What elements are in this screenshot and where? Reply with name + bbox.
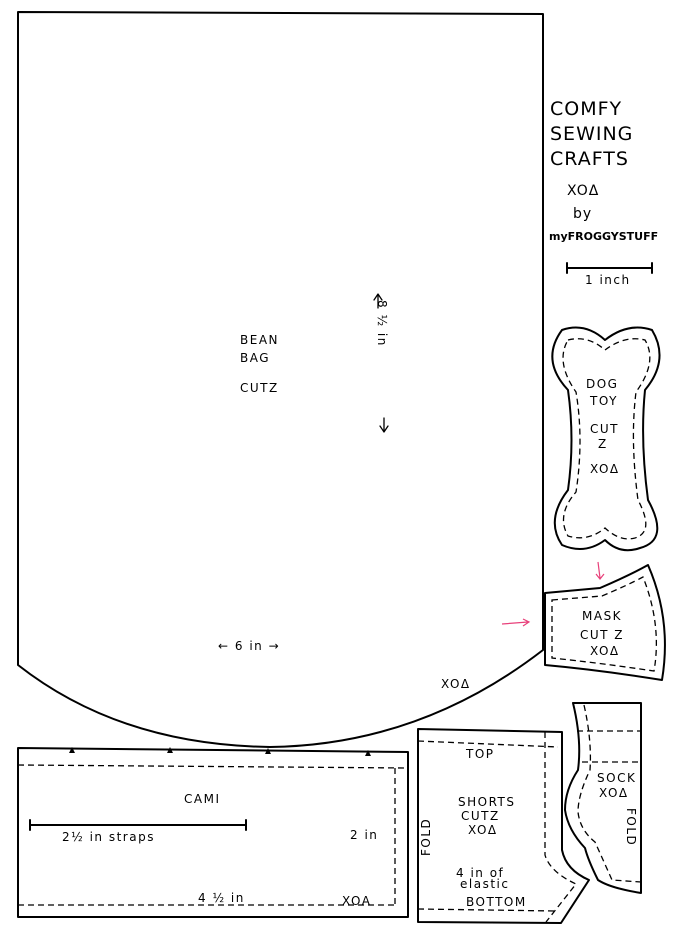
dog-toy-mark: XOΔ: [590, 462, 620, 476]
bean-bag-label-2: BAG: [240, 351, 270, 365]
dog-toy-label-4: Z: [598, 437, 608, 451]
sock-mark: XOΔ: [599, 786, 629, 800]
title-block: COMFY SEWING CRAFTS XOΔ by myFROGGYSTUFF…: [549, 98, 658, 287]
shorts-elastic-2: elastic: [460, 877, 509, 891]
mask-piece: MASK CUT Z XOΔ: [501, 561, 666, 681]
title-line-1: COMFY: [550, 98, 622, 120]
shorts-label-1: SHORTS: [458, 795, 516, 809]
cami-width: 4 ½ in: [198, 891, 245, 905]
cami-label: CAMI: [184, 792, 220, 806]
dog-toy-label-2: TOY: [589, 394, 618, 408]
sock-piece: SOCK XOΔ FOLD: [564, 702, 642, 894]
sock-label: SOCK: [597, 771, 636, 785]
sock-fold: FOLD: [624, 808, 638, 846]
cami-piece: CAMI 2½ in straps 2 in 4 ½ in XOA: [17, 747, 409, 918]
shorts-piece: TOP SHORTS CUTZ XOΔ FOLD 4 in of elastic…: [417, 728, 590, 924]
mask-label-1: MASK: [582, 609, 622, 623]
shorts-mark: XOΔ: [468, 823, 498, 837]
shorts-top: TOP: [465, 747, 495, 761]
cami-mark: XOA: [342, 894, 371, 908]
title-line-2: SEWING: [550, 123, 633, 145]
bean-bag-piece: BEAN BAG CUTZ 8 ½ in ← 6 in → XOΔ: [17, 11, 544, 748]
dog-toy-label-3: CUT: [590, 422, 619, 436]
shorts-fold: FOLD: [419, 818, 433, 856]
shorts-bottom: BOTTOM: [466, 895, 527, 909]
cami-height: 2 in: [350, 828, 378, 842]
bean-bag-width: ← 6 in →: [218, 639, 280, 653]
bean-bag-mark: XOΔ: [441, 677, 471, 691]
title-by: by: [573, 206, 592, 222]
mask-mark: XOΔ: [590, 644, 620, 658]
title-mark: XOΔ: [567, 183, 599, 199]
scale-label: 1 inch: [585, 273, 631, 287]
mask-label-2: CUT Z: [580, 628, 624, 642]
shorts-elastic-1: 4 in of: [456, 866, 504, 880]
bean-bag-label-3: CUTZ: [240, 381, 279, 395]
title-author: myFROGGYSTUFF: [549, 230, 658, 243]
shorts-label-2: CUTZ: [461, 809, 500, 823]
cami-straps: 2½ in straps: [62, 830, 155, 844]
dog-toy-piece: DOG TOY CUT Z XOΔ: [551, 326, 661, 552]
bean-bag-height: 8 ½ in: [375, 300, 389, 347]
bean-bag-label-1: BEAN: [240, 333, 279, 347]
dog-toy-label-1: DOG: [586, 377, 618, 391]
title-line-3: CRAFTS: [550, 148, 629, 170]
